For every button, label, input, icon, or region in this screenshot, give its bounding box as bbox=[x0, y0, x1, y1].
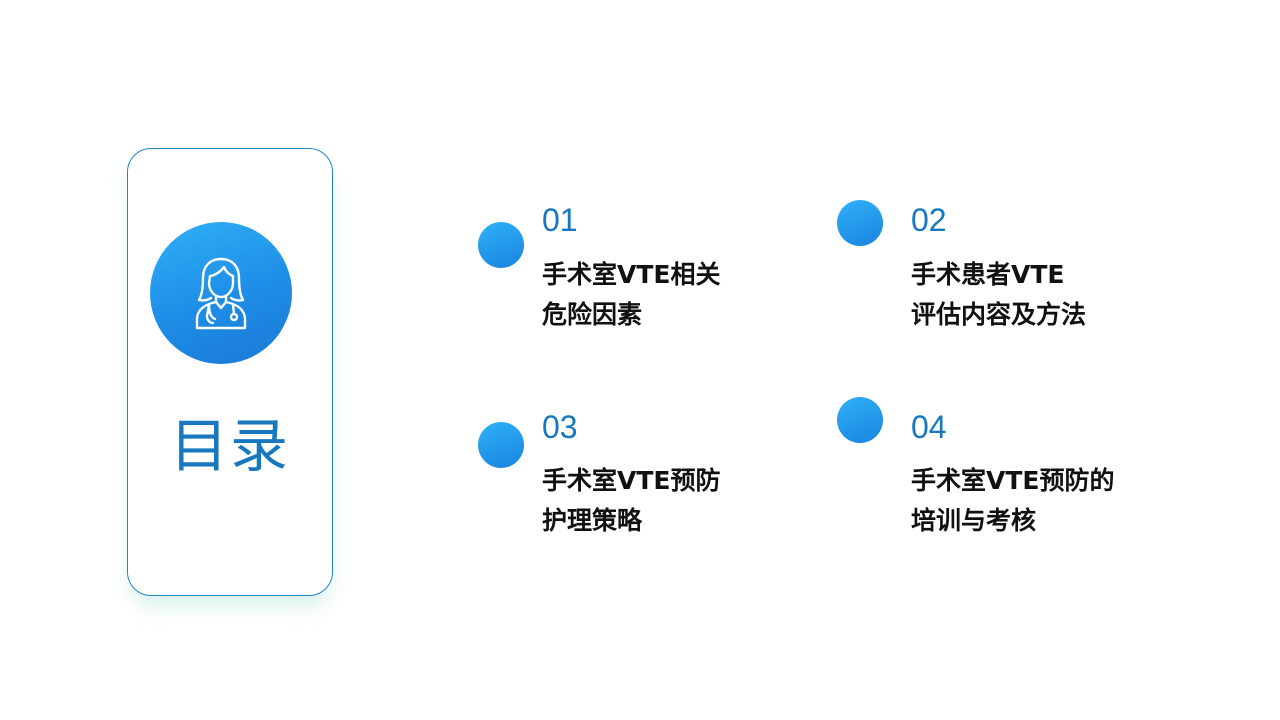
item-title-line1: 手术室VTE预防的 bbox=[911, 466, 1115, 495]
bullet-dot bbox=[837, 397, 883, 443]
item-title-line2: 培训与考核 bbox=[911, 506, 1037, 535]
avatar-circle bbox=[150, 222, 292, 364]
item-title-line2: 危险因素 bbox=[542, 300, 643, 329]
item-title-line1: 手术室VTE相关 bbox=[542, 260, 721, 289]
toc-title: 目录 bbox=[169, 412, 290, 480]
toc-item-04[interactable]: 04 手术室VTE预防的 培训与考核 bbox=[837, 397, 1157, 537]
item-title: 手术患者VTE 评估内容及方法 bbox=[911, 255, 1086, 335]
toc-side-card: 目录 bbox=[127, 148, 333, 596]
item-number: 03 bbox=[542, 409, 578, 445]
item-number: 02 bbox=[911, 202, 947, 238]
item-title: 手术室VTE相关 危险因素 bbox=[542, 255, 720, 335]
toc-item-03[interactable]: 03 手术室VTE预防 护理策略 bbox=[478, 408, 758, 538]
toc-item-02[interactable]: 02 手术患者VTE 评估内容及方法 bbox=[837, 200, 1137, 330]
item-title: 手术室VTE预防 护理策略 bbox=[542, 461, 720, 541]
doctor-icon bbox=[195, 257, 247, 330]
bullet-dot bbox=[478, 422, 524, 468]
item-title: 手术室VTE预防的 培训与考核 bbox=[911, 461, 1114, 541]
item-title-line2: 护理策略 bbox=[542, 506, 643, 535]
item-title-line2: 评估内容及方法 bbox=[911, 300, 1087, 329]
item-title-line1: 手术患者VTE bbox=[911, 260, 1065, 289]
bullet-dot bbox=[837, 200, 883, 246]
toc-item-01[interactable]: 01 手术室VTE相关 危险因素 bbox=[478, 200, 758, 330]
item-number: 01 bbox=[542, 202, 578, 238]
item-number: 04 bbox=[911, 409, 947, 445]
item-title-line1: 手术室VTE预防 bbox=[542, 466, 721, 495]
bullet-dot bbox=[478, 222, 524, 268]
